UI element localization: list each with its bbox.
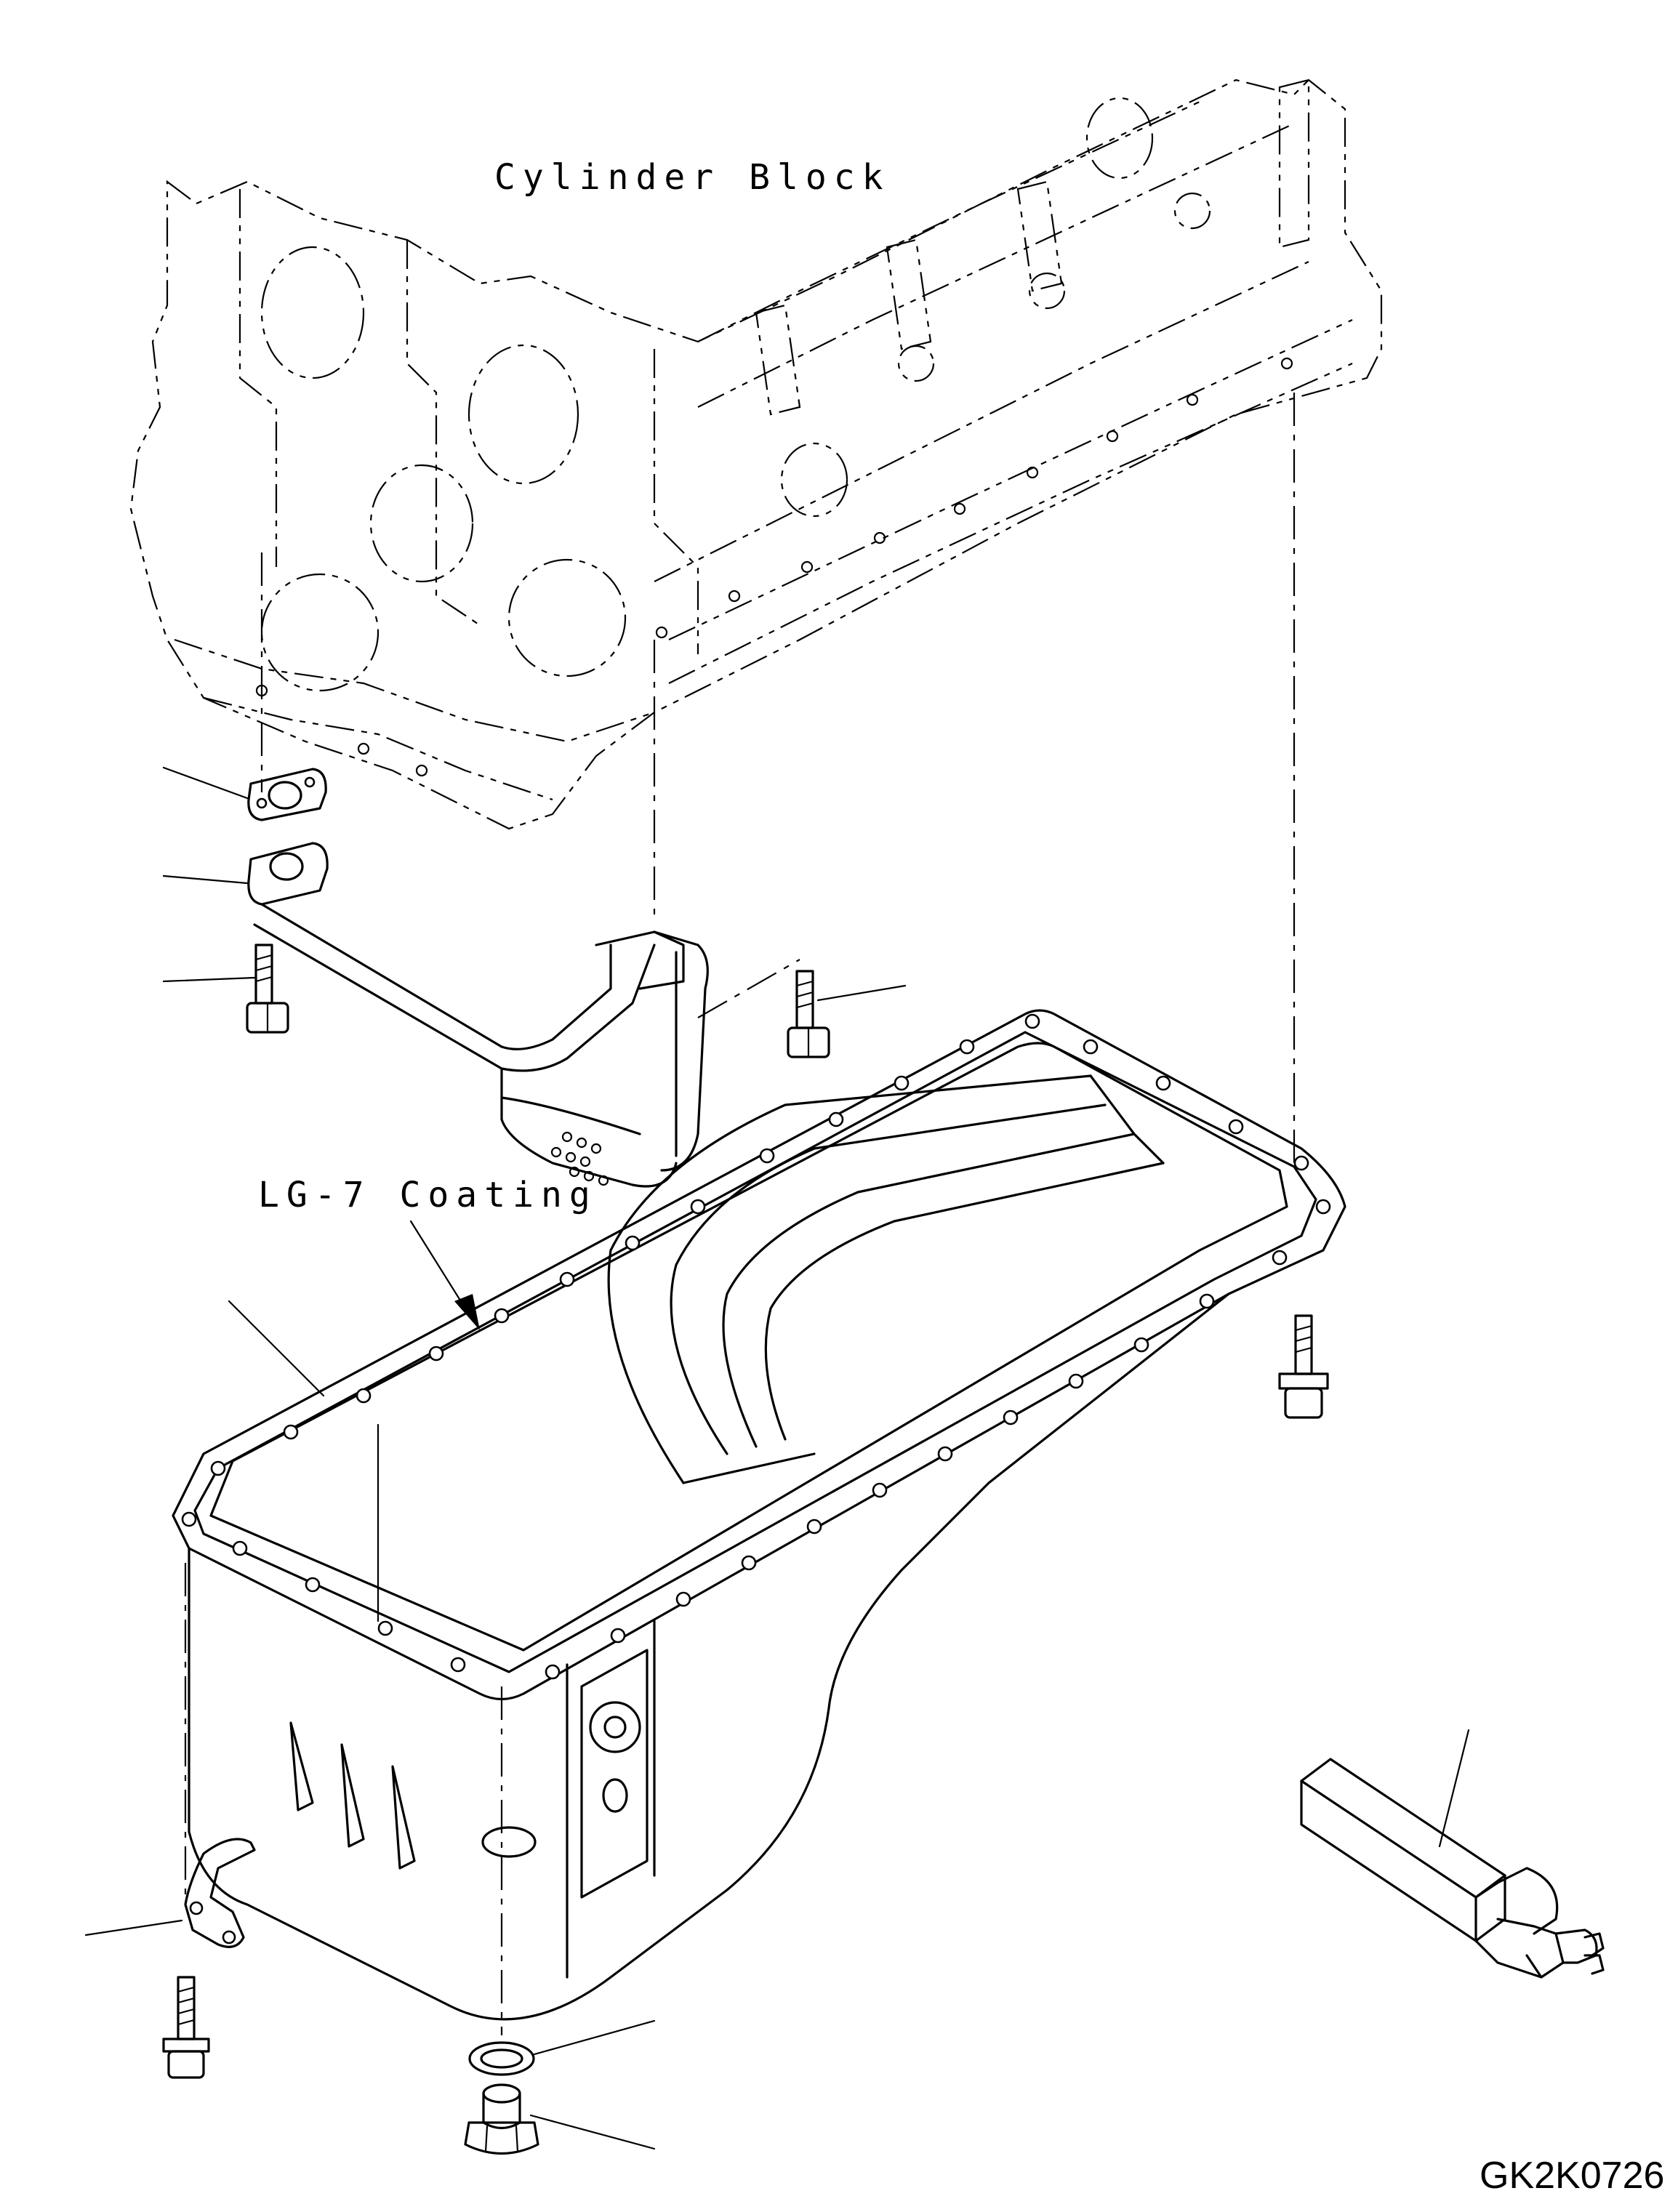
washer [468, 2041, 535, 2076]
bolt [787, 970, 830, 1058]
oil-pan [172, 1009, 1346, 2021]
gasket [247, 768, 327, 821]
drain-plug-leader [529, 2114, 656, 2150]
cylinder-block-label: Cylinder Block [494, 157, 891, 198]
tool [1300, 1758, 1605, 1979]
oil-pan-flange-holes [181, 1013, 1331, 1680]
bolt [246, 944, 289, 1034]
suction-tube [247, 842, 709, 1188]
bolt-leader [162, 976, 256, 983]
gasket-leader [162, 766, 249, 800]
tool-leader [1438, 1729, 1470, 1848]
bracket-leader [84, 1919, 183, 1936]
bracket [184, 1838, 256, 1948]
suction-tube-leader [162, 874, 249, 885]
oil-pan-leader [228, 1300, 325, 1397]
lg7-coating-label: LG-7 Coating [258, 1175, 598, 1215]
figure-code: GK2K0726 [1480, 2155, 1664, 2197]
bolt [1278, 1314, 1329, 1419]
cylinder-block [129, 79, 1383, 830]
washer-leader [533, 2019, 656, 2056]
bolt-leader [816, 984, 907, 1002]
coating-arrow [409, 1220, 480, 1330]
drain-plug [464, 2083, 539, 2155]
assembly-center-lines [184, 393, 1296, 2035]
bolt [162, 1976, 210, 2079]
